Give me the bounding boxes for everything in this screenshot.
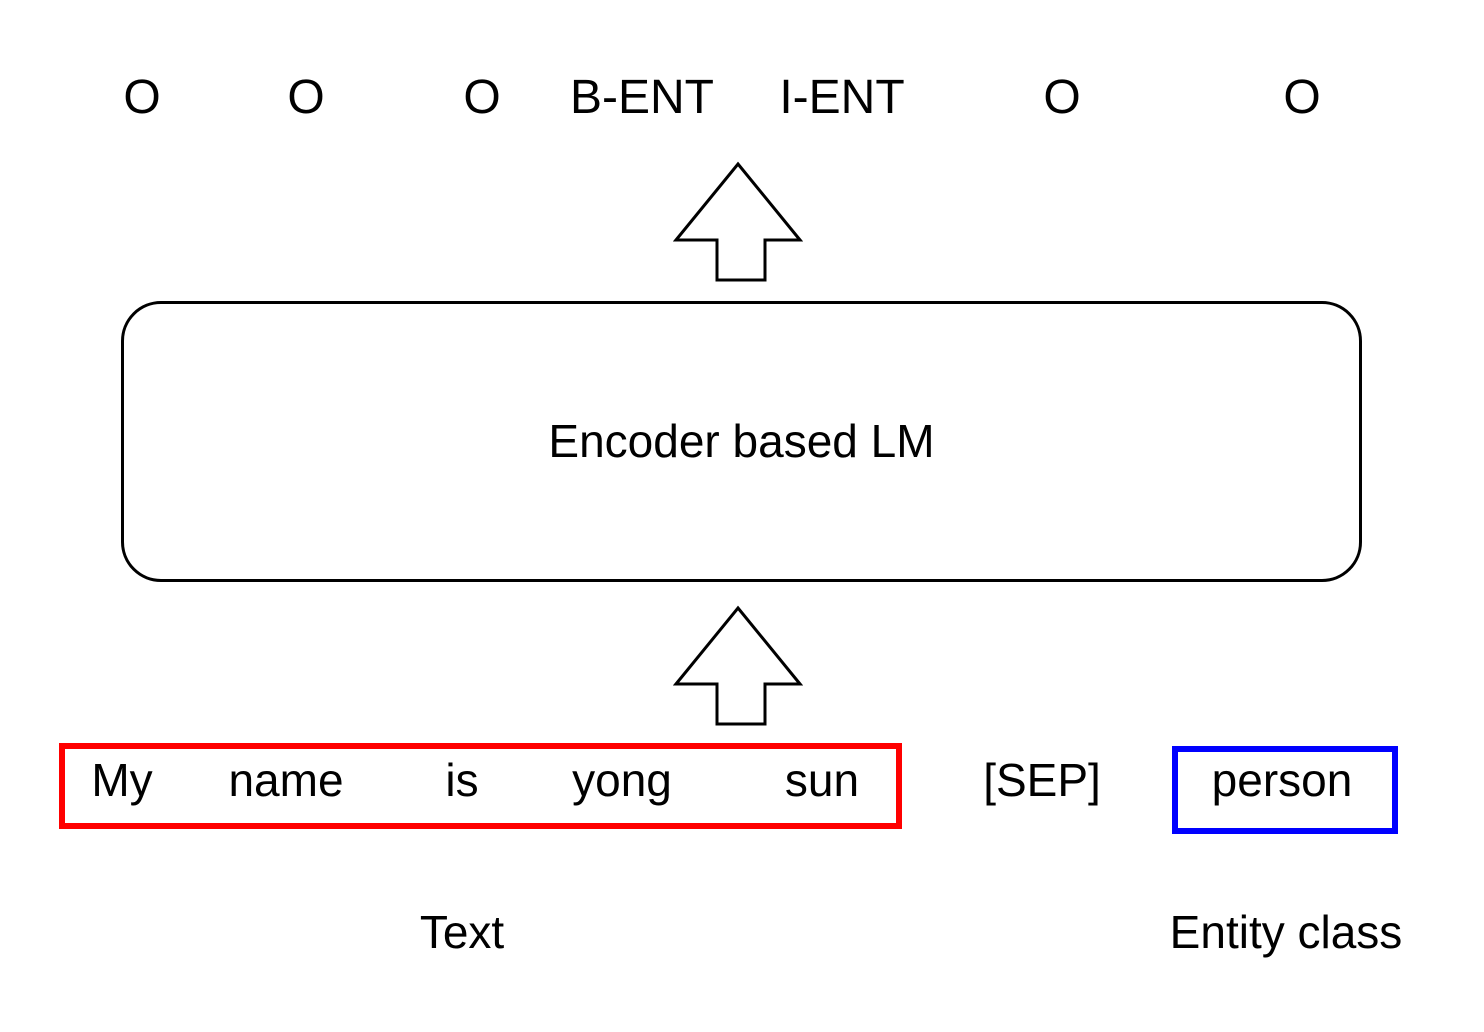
separator-token: [SEP] <box>983 754 1101 806</box>
entity-class-token: person <box>1211 754 1353 806</box>
text-caption: Text <box>419 906 505 958</box>
output-tag: B-ENT <box>570 71 714 124</box>
output-tag: O <box>463 71 501 124</box>
encoder-label: Encoder based LM <box>548 414 935 467</box>
input-token: yong <box>572 754 672 806</box>
entity-class-caption: Entity class <box>1169 906 1403 958</box>
input-token: is <box>445 754 479 806</box>
input-token: sun <box>784 754 860 806</box>
encoder-box: Encoder based LM <box>121 301 1362 582</box>
output-tag: I-ENT <box>779 71 905 124</box>
text-span-box <box>59 743 902 829</box>
entity-class-box <box>1172 746 1398 834</box>
up-arrow-icon <box>673 605 803 726</box>
input-token: name <box>228 754 344 806</box>
output-tag: O <box>1043 71 1081 124</box>
output-tag: O <box>287 71 325 124</box>
output-tag: O <box>123 71 161 124</box>
up-arrow-icon <box>673 161 803 282</box>
input-token: My <box>91 754 153 806</box>
output-tag: O <box>1283 71 1321 124</box>
